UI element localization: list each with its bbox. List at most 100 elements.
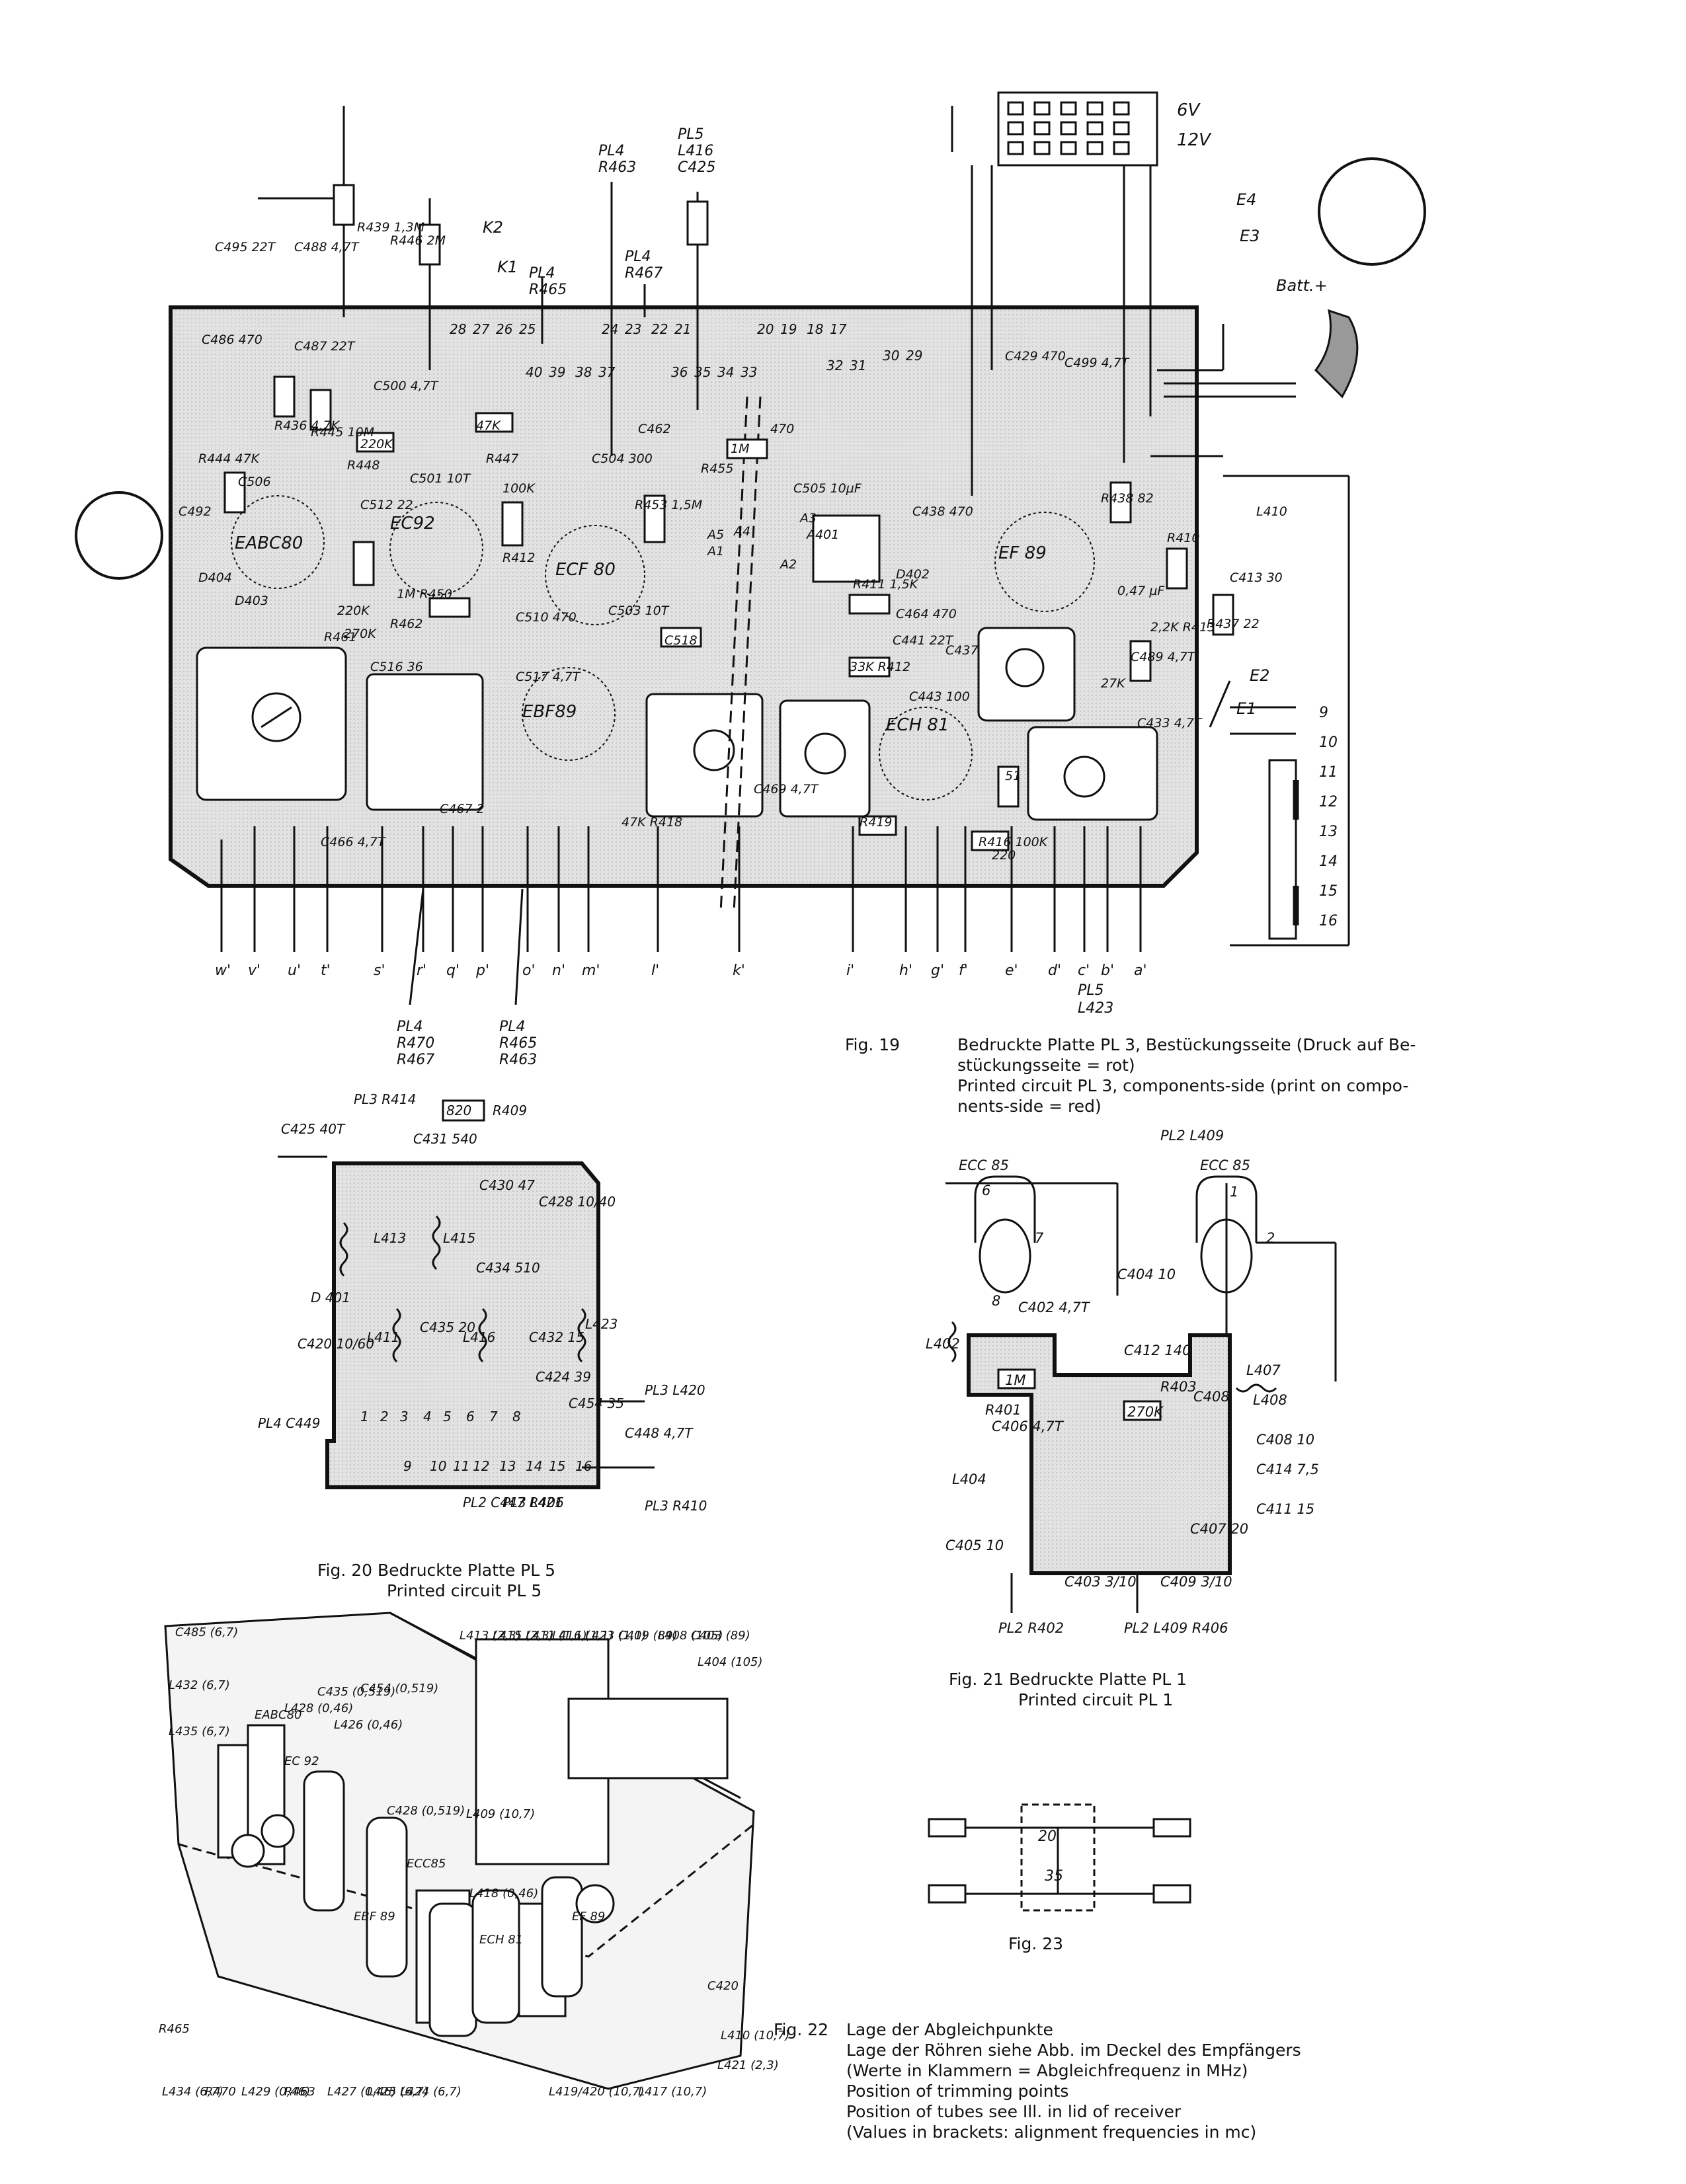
pl3-component-label: A2 xyxy=(779,557,797,572)
chassis-label: L426 (0,46) xyxy=(334,1718,403,1732)
pl3-component-label: C467 2 xyxy=(440,802,485,816)
pl3-top-pin: 27 xyxy=(473,321,490,337)
pl5-label: C431 540 xyxy=(413,1131,477,1147)
pl3-top-pin: 33 xyxy=(741,364,757,380)
chassis-label: C420 xyxy=(707,1979,739,1993)
pl5-pin: 12 xyxy=(473,1458,489,1474)
pl3-component-label: 51 xyxy=(1005,769,1021,783)
pl3-top-pin: 24 xyxy=(602,321,618,337)
fig19-line-4: nents-side = red) xyxy=(957,1097,1102,1116)
pl3-component-label: C517 4,7T xyxy=(516,670,581,684)
pl3-component-label: 27K xyxy=(1101,676,1126,691)
chassis-label: C485 (6,7) xyxy=(175,1625,238,1639)
pl3-board xyxy=(75,91,1426,1005)
pl3-component-label: C510 470 xyxy=(516,610,577,625)
pl3-component-label: A5 xyxy=(706,527,724,542)
pl5-label: L423 xyxy=(585,1316,618,1332)
pl3-tube-label: EF 89 xyxy=(998,543,1047,563)
chassis-label: L410 (10,7) xyxy=(721,2029,789,2043)
pl3-component-label: 220 xyxy=(992,848,1016,863)
pl3-component-label: C433 4,7T xyxy=(1137,716,1203,730)
pl1-label: C408 xyxy=(1193,1389,1230,1405)
pl3-top-pin: 29 xyxy=(906,348,922,364)
pl3-component-label: R411 1,5K xyxy=(853,577,919,592)
pl3-top-pin: 26 xyxy=(496,321,512,337)
pl3-component-label: C506 xyxy=(238,475,271,489)
fig23-c1-label: 20 xyxy=(1038,1828,1057,1845)
pl3-component-label: C516 36 xyxy=(370,660,423,674)
pl3-component-label: R412 xyxy=(502,551,535,565)
pl3-bottom-pin: i' xyxy=(846,962,854,979)
pl3-top-pin: 23 xyxy=(625,321,641,337)
chassis-label: L432 (6,7) xyxy=(169,1678,230,1692)
pl3-left-ref-sub: R470 xyxy=(397,1035,434,1052)
pl1-label: 7 xyxy=(1035,1230,1044,1246)
chassis-label: R463 xyxy=(284,2085,315,2099)
pl3-bottom-pin: a' xyxy=(1134,962,1147,979)
pl5-pin: 14 xyxy=(526,1458,542,1474)
pl3-component-label: R419 xyxy=(860,815,892,830)
pl1-label: L402 xyxy=(926,1336,960,1352)
pl1-label: C412 140 xyxy=(1124,1343,1191,1358)
chassis-label: L435 (6,7) xyxy=(169,1725,230,1738)
chassis-label: L427 (0,46) xyxy=(327,2085,396,2099)
pl5-label: C420 10/60 xyxy=(298,1336,374,1352)
fig19-line-2: stückungsseite = rot) xyxy=(957,1056,1135,1075)
chassis-label: L424 (6,7) xyxy=(400,2085,462,2099)
pl3-component-label: C518 xyxy=(664,633,698,648)
fig21-line-1: Fig. 21 Bedruckte Platte PL 1 xyxy=(949,1670,1187,1689)
pl5-label: PL3 L421 xyxy=(502,1495,563,1510)
pl5-board xyxy=(278,1099,655,1489)
pl1-label: L407 xyxy=(1246,1362,1281,1378)
pl3-left-ref-sub: R465 xyxy=(499,1035,537,1052)
pl3-side-pin: 9 xyxy=(1319,705,1328,721)
pl3-component-label: C466 4,7T xyxy=(321,835,386,849)
pl5-label: L411 xyxy=(367,1329,399,1345)
chassis-label: L428 (0,46) xyxy=(284,1701,353,1715)
fig19-line-3: Printed circuit PL 3, components-side (p… xyxy=(957,1076,1409,1095)
pl3-component-label: R438 82 xyxy=(1101,491,1154,506)
pl3-top-pin: 35 xyxy=(694,364,711,380)
pl3-top-pin: 22 xyxy=(651,321,668,337)
pl5-label: C448 4,7T xyxy=(625,1425,694,1441)
pl3-top-pin: 18 xyxy=(807,321,823,337)
pl3-bottom-pin: m' xyxy=(582,962,600,979)
pl1-label: L408 xyxy=(1253,1392,1287,1408)
pl3-left-ref: PL4 xyxy=(499,1019,526,1035)
pl3-component-label: C469 4,7T xyxy=(754,782,819,797)
pl5-label: L413 xyxy=(374,1230,406,1246)
pl1-label: L404 xyxy=(952,1471,986,1487)
pl3-component-label: 0,47 µF xyxy=(1117,584,1165,598)
pl3-component-label: C486 470 xyxy=(202,332,262,347)
fig22-line-6: (Values in brackets: alignment frequenci… xyxy=(846,2123,1257,2142)
pl3-top-ref-sub: R467 xyxy=(625,265,662,282)
pl3-component-label: A4 xyxy=(733,524,750,539)
volt-12-label: 12V xyxy=(1177,130,1212,150)
pl3-side-pin: 12 xyxy=(1319,794,1338,810)
pl3-component-label: C492 xyxy=(179,504,212,519)
fig22-line-1: Lage der Abgleichpunkte xyxy=(846,2020,1053,2039)
chassis-label: C435 (0,519) xyxy=(317,1685,395,1699)
pl3-bottom-ref-sub: L423 xyxy=(1078,1000,1113,1017)
pl3-bottom-pin: d' xyxy=(1048,962,1061,979)
pl5-pin: 11 xyxy=(453,1458,469,1474)
pl3-component-label: R462 xyxy=(390,617,422,631)
pl3-component-label: 220K xyxy=(337,604,370,618)
pl3-bottom-pin: s' xyxy=(374,962,385,979)
pl3-component-label: 220K xyxy=(360,437,393,451)
chassis-label: L423 (1,1) xyxy=(585,1629,647,1643)
chassis-label: L418 (0,46) xyxy=(469,1887,538,1900)
pl5-pin: 13 xyxy=(499,1458,516,1474)
pl3-top-ref-sub: R463 xyxy=(598,159,636,176)
pl1-label: C402 4,7T xyxy=(1018,1300,1091,1315)
pl1-label: PL2 L409 R406 xyxy=(1124,1620,1228,1636)
pl1-label: C411 15 xyxy=(1256,1501,1314,1517)
pl5-pin: 15 xyxy=(549,1458,565,1474)
pl3-top-pin: 31 xyxy=(850,358,866,373)
pl5-pin: 5 xyxy=(443,1409,452,1424)
batt-label: Batt.+ xyxy=(1276,276,1328,295)
pl5-label: D 401 xyxy=(311,1290,350,1306)
fig23-number: Fig. 23 xyxy=(1008,1934,1064,1953)
pl3-component-label: A1 xyxy=(706,544,724,559)
volt-6-label: 6V xyxy=(1177,100,1201,120)
